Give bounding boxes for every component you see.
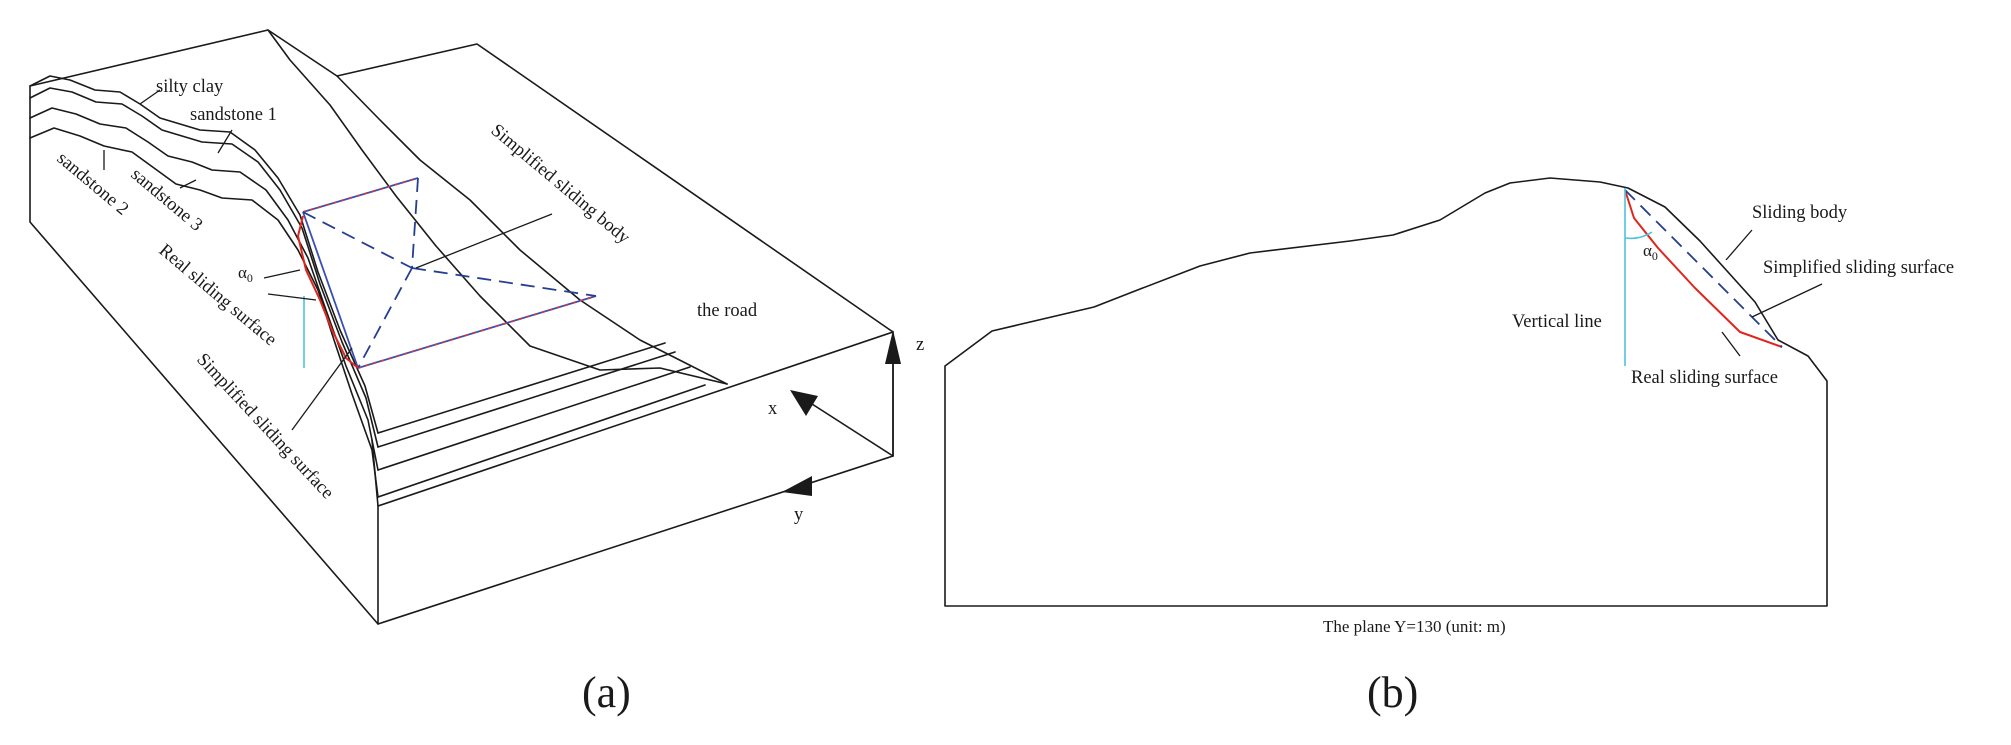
layer-line-sandstone-1: [29, 87, 379, 448]
leader-sliding-body: [415, 213, 553, 269]
ridge-lower-edge: [336, 75, 728, 385]
caption-a: (a): [582, 668, 631, 717]
sliding-body-top-edge: [302, 177, 419, 213]
leader-real-sliding-surface-a: [267, 293, 317, 301]
road-line-3: [377, 366, 691, 471]
block-right-face-top-edge: [377, 331, 894, 507]
road-line-2: [377, 351, 676, 448]
axis-x-label: x: [768, 399, 778, 419]
label-real-sliding-surface-a: Real sliding surface: [155, 241, 280, 351]
caption-b: (b): [1367, 668, 1418, 717]
alpha-arc-b: [1624, 231, 1653, 240]
road-line-1: [377, 342, 666, 434]
axis-x-line: [811, 403, 894, 457]
label-plane-caption: The plane Y=130 (unit: m): [1323, 617, 1506, 636]
layer-line-silty-clay: [29, 75, 379, 434]
sliding-body-dash-3: [357, 267, 413, 369]
leader-alpha-a: [263, 269, 301, 279]
label-alpha-b: α0: [1643, 241, 1658, 263]
road-line-4: [377, 384, 706, 498]
simplified-sliding-surface-b: [1624, 189, 1783, 348]
label-sandstone-1: sandstone 1: [190, 105, 277, 125]
sliding-body-left-edge: [302, 211, 359, 369]
axis-y-arrow: [782, 476, 812, 496]
label-sandstone-2: sandstone 2: [53, 149, 132, 220]
ridge-upper-edge: [267, 29, 728, 385]
axis-x-arrow: [790, 390, 818, 416]
real-sliding-surface-b: [1624, 189, 1783, 348]
axis-y-label: y: [794, 505, 804, 525]
sliding-body-dash-2: [411, 177, 419, 269]
axis-z-arrow: [885, 330, 901, 364]
label-simplified-sliding-body: Simplified sliding body: [487, 121, 634, 249]
label-simplified-sliding-surface-a: Simplified sliding surface: [192, 350, 337, 503]
label-sandstone-3: sandstone 3: [127, 165, 206, 236]
block-back-left-edge: [29, 29, 894, 625]
axis-z-label: z: [916, 335, 924, 355]
label-the-road: the road: [697, 301, 758, 321]
leader-simplified-surface-a: [291, 347, 353, 431]
leader-real-surface-b: [1721, 331, 1741, 357]
leader-sandstone-1: [217, 129, 233, 154]
label-vertical-line-b: Vertical line: [1512, 312, 1602, 332]
real-sliding-surface-a: [297, 215, 359, 369]
sliding-body-dash-4: [411, 267, 597, 297]
leader-sandstone-3: [179, 179, 197, 189]
label-simplified-sliding-surface-b: Simplified sliding surface: [1763, 258, 1954, 278]
label-silty-clay: silty clay: [156, 77, 224, 97]
leader-simplified-surface-b: [1751, 283, 1823, 318]
figure-b-cross-section: Sliding body Simplified sliding surface …: [944, 177, 1954, 717]
label-alpha-a: α0: [238, 263, 253, 285]
label-real-sliding-surface-b: Real sliding surface: [1631, 368, 1778, 388]
section-outline: [944, 177, 1828, 607]
layer-line-sandstone-2: [29, 107, 379, 471]
figure-a-block-diagram: silty clay sandstone 1 sandstone 2 sands…: [29, 29, 924, 717]
layer-line-sandstone-3: [29, 127, 379, 498]
leader-sliding-body-b: [1725, 229, 1753, 261]
leader-silty-clay: [139, 89, 161, 105]
sliding-body-base-edge-red: [357, 295, 597, 369]
label-sliding-body-b: Sliding body: [1752, 203, 1848, 223]
